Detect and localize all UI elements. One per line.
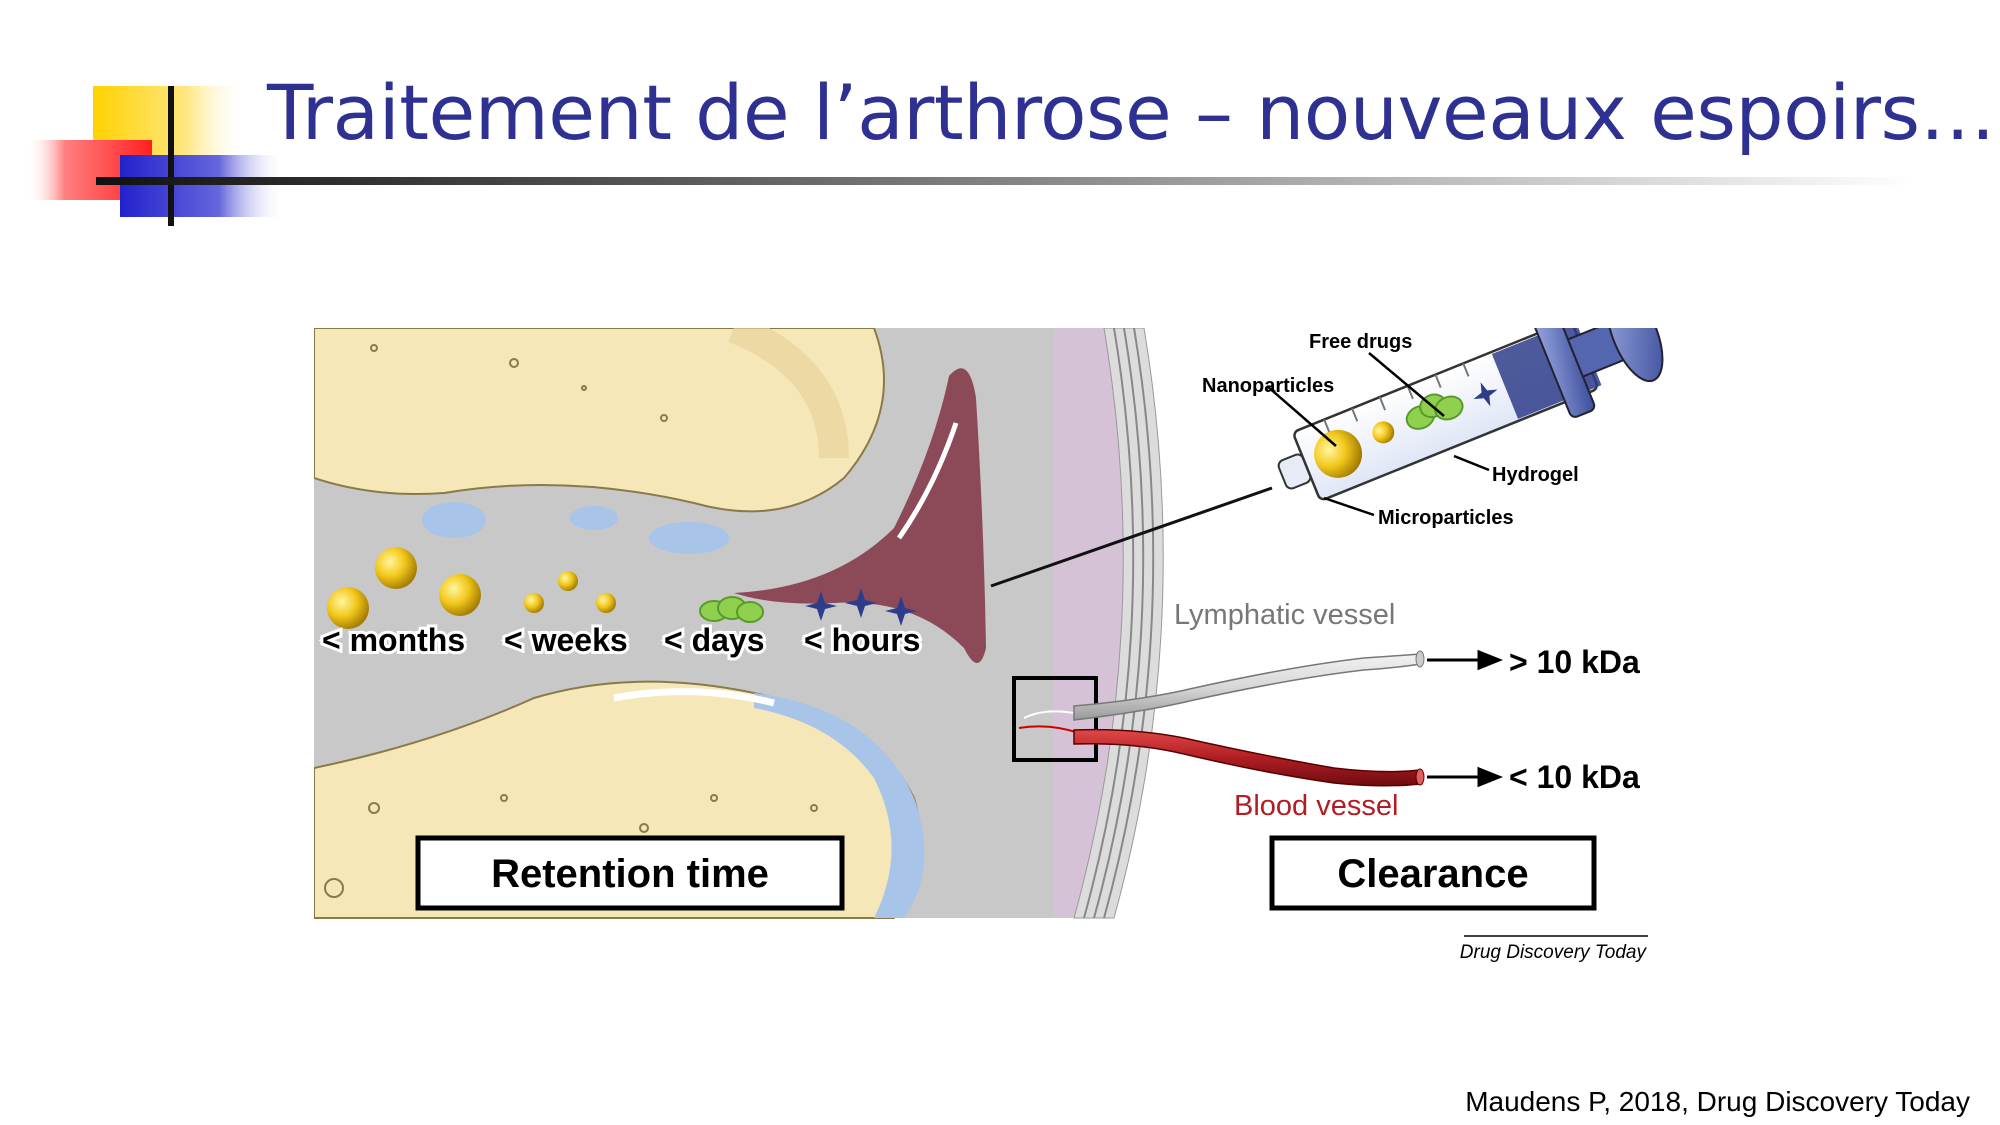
label-weeks: < weeks [504,622,628,658]
syringe-needle [990,486,1273,588]
clearance-box [1269,835,1597,911]
inset-box [1012,676,1098,762]
journal-credit: Drug Discovery Today [1460,942,1648,963]
slide-title: Traitement de l’arthrose – nouveaux espo… [267,68,1996,157]
clearance-label: Clearance [1337,852,1528,896]
hydrogel-label: Hydrogel [1492,464,1579,486]
label-hours: < hours [804,622,920,658]
retention-time-box [415,835,845,911]
slide-citation: Maudens P, 2018, Drug Discovery Today [1465,1086,1970,1117]
microparticles-label: Microparticles [1378,507,1514,529]
retention-time-label: Retention time [491,852,769,896]
label-days: < days [664,622,765,658]
drug-delivery-diagram: < months < weeks < days < hours > 10 kDa… [314,328,1664,963]
slide-logo [27,86,285,226]
label-months: < months [322,622,465,658]
title-underline [96,177,1916,185]
free-drugs-label: Free drugs [1309,331,1412,353]
lymphatic-vessel-label: Lymphatic vessel [1174,599,1395,631]
lymphatic-output-label: > 10 kDa [1509,644,1640,680]
syringe [1277,328,1664,501]
blood-vessel-label: Blood vessel [1234,790,1398,822]
nanoparticles-label: Nanoparticles [1202,375,1334,397]
blood-output-label: < 10 kDa [1509,759,1640,795]
